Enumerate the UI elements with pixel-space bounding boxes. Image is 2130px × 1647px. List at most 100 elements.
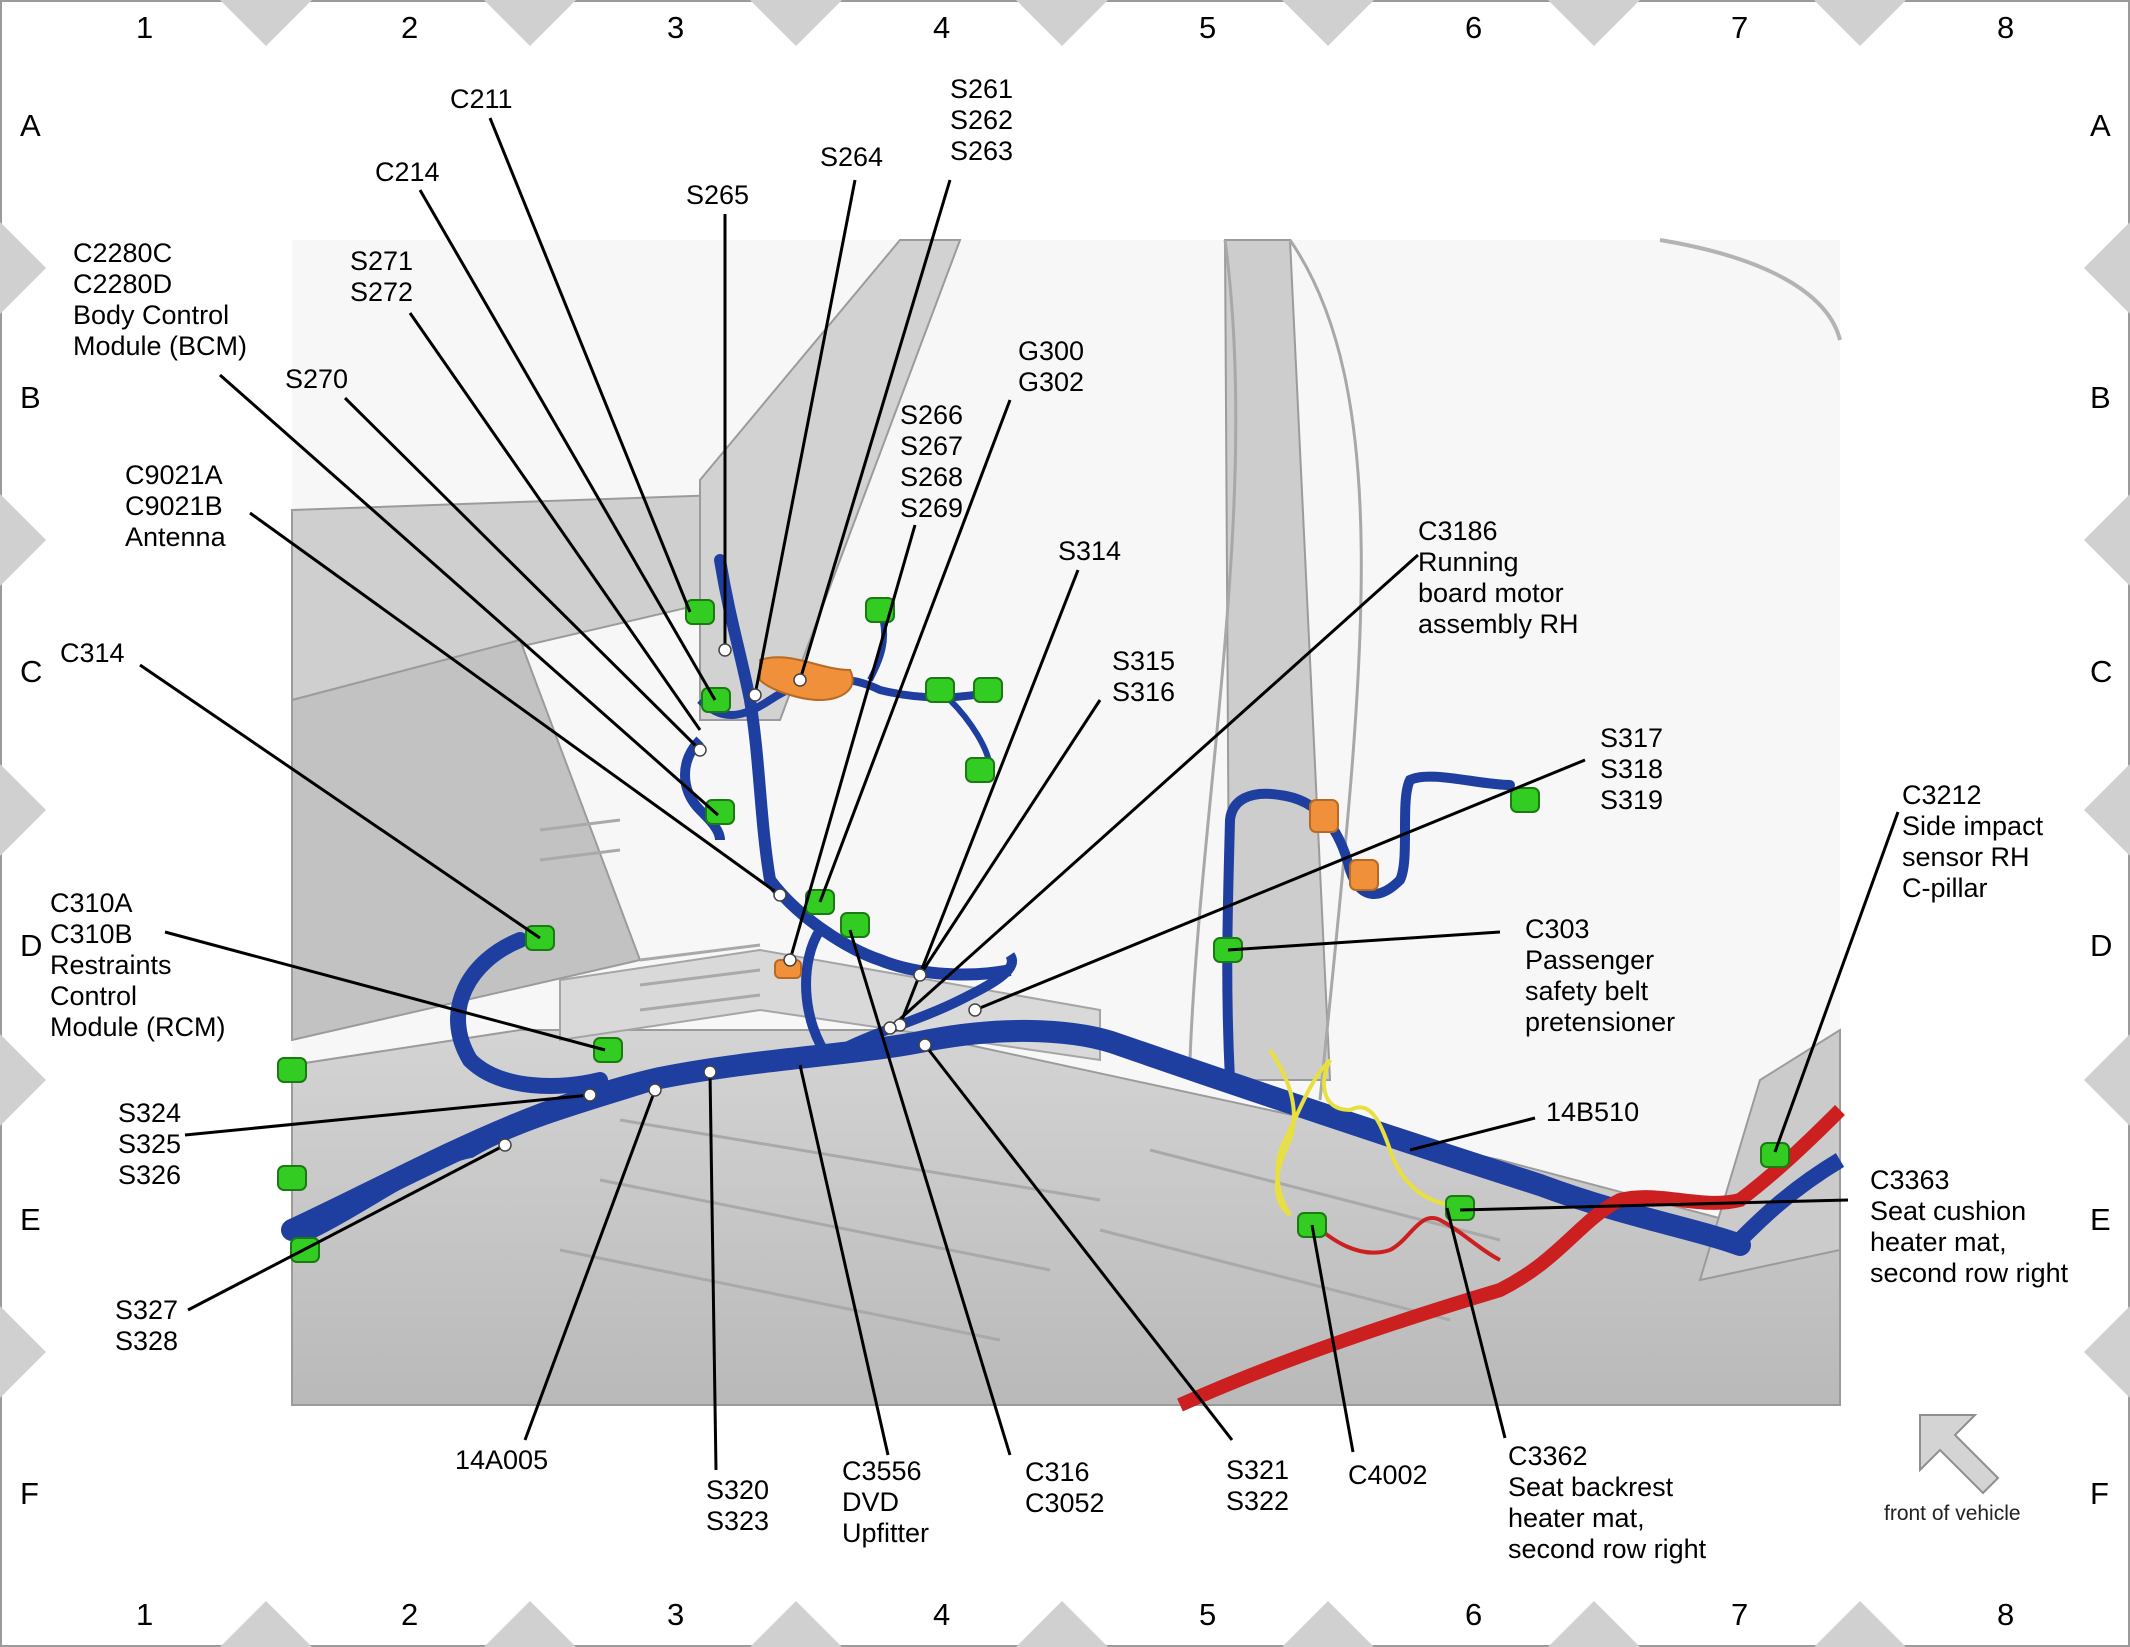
splice-marker-c3186 [883,1021,897,1035]
splice-marker-14a005 [648,1083,662,1097]
callout-c211: C211 [450,84,513,115]
splice-marker-s265 [718,643,732,657]
callout-line: S321 [1226,1455,1290,1485]
callout-s265: S265 [686,180,749,211]
leader-line-c3186 [888,553,1420,1030]
callout-line: S265 [686,180,750,210]
callout-line: S264 [820,142,884,172]
callout-line: Module (BCM) [73,331,248,361]
grid-row-A-right: A [2090,108,2111,143]
callout-line: assembly RH [1418,609,1579,639]
callout-line: S261 [950,74,1014,104]
callout-line: S315 [1112,646,1176,676]
callout-c4002: C4002 [1348,1460,1428,1491]
grid-column-8-top: 8 [1997,10,2015,45]
callout-line: Body Control [73,300,230,330]
leader-line-s327 [187,1143,506,1312]
callout-line: S316 [1112,677,1176,707]
connector [973,677,1003,703]
leader-line-c4002 [1310,1224,1355,1453]
leader-line-s314 [898,569,1080,1026]
callout-line: C3212 [1902,780,1982,810]
callout-line: sensor RH [1902,842,2030,872]
grid-row-C-left: C [20,654,43,689]
splice-marker-s320 [703,1065,717,1079]
callout-line: S269 [900,493,964,523]
frame-marker [1016,0,1108,46]
frame-marker [2084,1034,2130,1126]
frame-marker [750,1601,842,1647]
callout-line: Restraints [50,950,172,980]
callout-line: Passenger [1525,945,1655,975]
leader-line-c3212 [1773,811,1900,1153]
callout-line: S326 [118,1160,182,1190]
grid-row-B-left: B [20,380,41,415]
connector [840,912,870,938]
callout-line: C310A [50,888,133,918]
callout-line: G302 [1018,367,1085,397]
leader-line-s270 [343,396,702,752]
callout-line: S324 [118,1098,182,1128]
splice-marker-s324 [583,1088,597,1102]
grid-column-2-bottom: 2 [401,1597,419,1632]
grid-column-2-top: 2 [401,10,419,45]
frame-marker [2084,764,2130,856]
grid-column-8-bottom: 8 [1997,1597,2015,1632]
splice-marker-s315 [913,968,927,982]
grid-row-E-right: E [2090,1202,2111,1237]
leader-line-c303 [1227,930,1501,952]
callout-line: S325 [118,1129,182,1159]
leader-line-c214 [418,189,717,701]
callout-line: S328 [115,1326,179,1356]
frame-marker [0,1034,46,1126]
callout-line: C3363 [1870,1165,1950,1195]
connector [277,1165,307,1191]
callout-s314: S314 [1058,536,1121,567]
grid-row-B-right: B [2090,380,2111,415]
leader-line-c316 [848,929,1012,1456]
callout-line: S270 [285,364,349,394]
frame-marker [1282,1601,1374,1647]
frame-marker [0,494,46,586]
splice-marker-s266 [783,953,797,967]
leader-line-c3362 [1445,1207,1507,1439]
callout-line: C3556 [842,1456,922,1486]
leader-line-14b510 [1409,1116,1536,1152]
callout-line: G300 [1018,336,1085,366]
callout-line: C310B [50,919,133,949]
callout-line: C303 [1525,914,1590,944]
callout-line: Running [1418,547,1519,577]
callout-14b510: 14B510 [1546,1097,1639,1128]
grid-column-1-top: 1 [136,10,154,45]
grid-row-D-right: D [2090,928,2113,963]
frame-marker [1016,1601,1108,1647]
callout-line: S263 [950,136,1014,166]
frame-marker [0,764,46,856]
splice-marker-s264 [748,688,762,702]
callout-line: S262 [950,105,1014,135]
callout-line: 14B510 [1546,1097,1640,1127]
leader-line-c3556 [798,1064,890,1456]
splice-marker-s321 [918,1038,932,1052]
callout-line: S317 [1600,723,1664,753]
callout-line: DVD [842,1487,900,1517]
leader-line-s315 [918,699,1102,976]
callout-line: C2280D [73,269,173,299]
frame-marker [484,1601,576,1647]
callout-line: S272 [350,277,414,307]
front-of-vehicle-label: front of vehicle [1884,1502,2021,1525]
leader-line-s264 [753,179,857,696]
connector [701,687,731,713]
grid-column-1-bottom: 1 [136,1597,154,1632]
leader-line-g300 [818,399,1012,903]
callout-line: safety belt [1525,976,1649,1006]
